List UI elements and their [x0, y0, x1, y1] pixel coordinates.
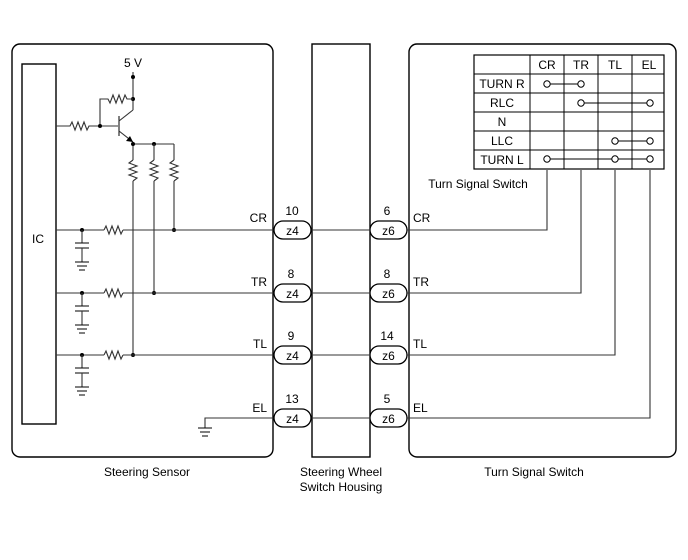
emitter-arrow	[126, 136, 133, 142]
tr-series-resistor	[103, 287, 124, 299]
pullup-resistor-tr	[148, 159, 160, 182]
table-col-cr: CR	[538, 58, 556, 72]
steering-sensor-label: Steering Sensor	[104, 465, 190, 479]
connector-z4-el: z4	[273, 408, 312, 428]
connector-z6-label: z6	[382, 349, 395, 363]
ic-label: IC	[32, 232, 44, 246]
continuity-turn-l	[543, 155, 654, 163]
signal-label-cr-right: CR	[413, 211, 431, 225]
base-bias-resistor	[99, 93, 133, 126]
connector-z4-label: z4	[286, 412, 299, 426]
table-col-tr: TR	[573, 58, 589, 72]
connector-z6-label: z6	[382, 412, 395, 426]
housing-label-line1: Steering Wheel	[300, 465, 382, 479]
pin-z6-el: 5	[384, 392, 391, 406]
table-row-n: N	[498, 115, 507, 129]
signal-label-cr-left: CR	[250, 211, 268, 225]
supply-voltage-label: 5 V	[124, 56, 142, 70]
cr-series-resistor	[103, 224, 124, 236]
connector-z4-label: z4	[286, 224, 299, 238]
pin-z4-tr: 8	[288, 267, 295, 281]
connector-z6-tr: z6	[369, 283, 408, 303]
signal-label-el-right: EL	[413, 401, 428, 415]
switch-inner-label: Turn Signal Switch	[428, 177, 528, 191]
signal-label-tr-left: TR	[251, 275, 267, 289]
steering-sensor-box	[11, 43, 274, 458]
table-col-el: EL	[642, 58, 657, 72]
pin-z6-tr: 8	[384, 267, 391, 281]
signal-label-tl-right: TL	[413, 337, 427, 351]
ic-block	[21, 63, 57, 425]
pin-z4-cr: 10	[285, 204, 299, 218]
cr-switch-wire	[407, 170, 548, 231]
steering-wheel-switch-housing-box	[311, 43, 371, 458]
connector-z4-cr: z4	[273, 220, 312, 240]
table-row-rlc: RLC	[490, 96, 514, 110]
transistor-collector	[118, 109, 134, 122]
pin-z6-tl: 14	[380, 329, 394, 343]
turn-signal-switch-label: Turn Signal Switch	[484, 465, 584, 479]
pullup-resistor-cr	[168, 159, 180, 182]
housing-label-line2: Switch Housing	[300, 480, 383, 494]
pin-z4-tl: 9	[288, 329, 295, 343]
tr-switch-wire	[407, 170, 582, 294]
turn-signal-switch-box	[408, 43, 677, 458]
table-col-tl: TL	[608, 58, 622, 72]
tl-switch-wire	[407, 170, 616, 356]
connector-z6-label: z6	[382, 287, 395, 301]
continuity-llc	[611, 137, 654, 145]
connector-z6-cr: z6	[369, 220, 408, 240]
pin-z6-cr: 6	[384, 204, 391, 218]
connector-z6-el: z6	[369, 408, 408, 428]
pullup-resistor-el	[127, 159, 139, 182]
connector-z4-tr: z4	[273, 283, 312, 303]
connector-z4-tl: z4	[273, 345, 312, 365]
signal-label-tl-left: TL	[253, 337, 267, 351]
switch-position-table	[473, 54, 665, 170]
table-row-turn-l: TURN L	[480, 153, 524, 167]
signal-label-tr-right: TR	[413, 275, 429, 289]
continuity-rlc	[577, 99, 654, 107]
pin-z4-el: 13	[285, 392, 299, 406]
connector-z4-label: z4	[286, 349, 299, 363]
connector-z6-tl: z6	[369, 345, 408, 365]
el-switch-wire	[407, 170, 651, 419]
supply-node	[131, 75, 135, 79]
tl-series-resistor	[103, 349, 124, 361]
signal-label-el-left: EL	[252, 401, 267, 415]
base-junction	[98, 124, 102, 128]
connector-z4-label: z4	[286, 287, 299, 301]
continuity-turn-r	[543, 80, 585, 88]
connector-z6-label: z6	[382, 224, 395, 238]
table-row-turn-r: TURN R	[479, 77, 525, 91]
base-input-resistor	[56, 120, 118, 132]
el-ground-wire	[204, 417, 274, 428]
table-row-llc: LLC	[491, 134, 513, 148]
